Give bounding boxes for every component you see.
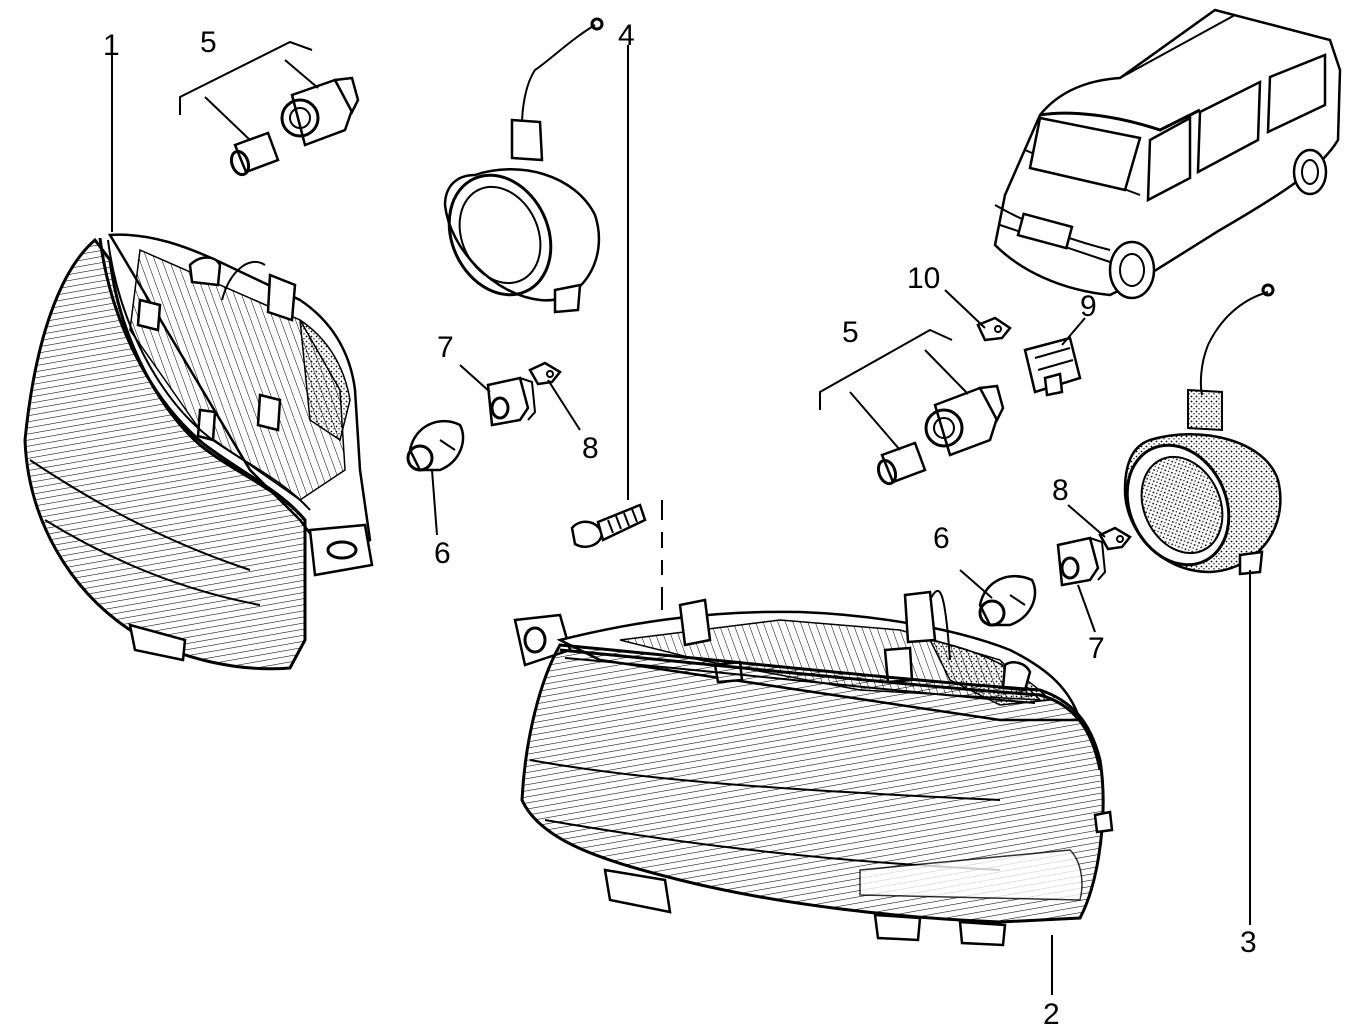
callout-8-right: 8 xyxy=(1052,474,1069,507)
bulb-set-right xyxy=(876,384,1005,486)
connector-9 xyxy=(1023,336,1082,397)
callout-6-right: 6 xyxy=(933,522,950,555)
callout-7-left: 7 xyxy=(437,331,454,364)
callout-5-left: 5 xyxy=(200,26,217,59)
clip-8-left xyxy=(528,361,562,386)
right-headlamp xyxy=(513,589,1114,947)
callout-8-left: 8 xyxy=(582,432,599,465)
van-illustration xyxy=(993,8,1342,300)
callout-5-right: 5 xyxy=(842,316,859,349)
callout-9: 9 xyxy=(1080,290,1097,323)
callout-2: 2 xyxy=(1043,998,1060,1031)
callout-10: 10 xyxy=(907,262,940,295)
socket-7-right xyxy=(1056,536,1107,587)
leader-lines xyxy=(111,40,1251,995)
headlamp-cover-cap-left xyxy=(443,17,604,314)
screw-4 xyxy=(570,503,647,548)
headlamp-cover-cap-right xyxy=(1123,283,1282,576)
callout-6-left: 6 xyxy=(434,537,451,570)
bulb-6-left xyxy=(406,419,465,472)
callout-7-right: 7 xyxy=(1088,632,1105,665)
callout-3: 3 xyxy=(1240,926,1257,959)
bulb-6-right xyxy=(978,574,1037,627)
socket-7-left xyxy=(486,376,537,427)
callout-1: 1 xyxy=(103,29,120,62)
callout-labels: 1 5 4 7 8 6 10 9 5 8 6 7 3 2 xyxy=(103,19,1257,1031)
callout-4: 4 xyxy=(618,19,635,52)
clip-10 xyxy=(976,316,1012,342)
left-headlamp xyxy=(23,233,374,671)
bulb-set-left xyxy=(229,76,360,177)
clip-8-right xyxy=(1098,526,1132,551)
